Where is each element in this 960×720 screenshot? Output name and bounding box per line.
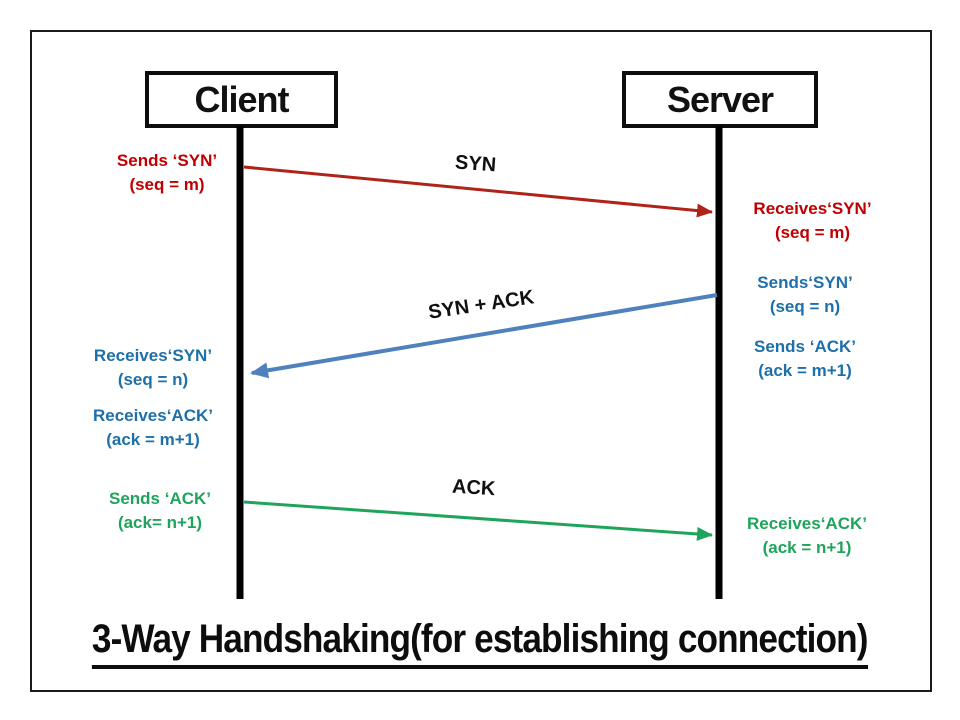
syn-arrow-label: SYN <box>454 151 497 177</box>
client-actor-box: Client <box>145 71 338 128</box>
syn-arrow <box>243 165 713 218</box>
client-receives-syn-note: Receives‘SYN’ (seq = n) <box>93 346 213 389</box>
outer-border <box>30 30 932 692</box>
syn-ack-arrow <box>250 293 718 379</box>
title-container: 3-Way Handshaking(for establishing conne… <box>0 617 960 669</box>
diagram-title: 3-Way Handshaking(for establishing conne… <box>92 617 869 669</box>
client-receives-ack-note: Receives‘ACK’ (ack = m+1) <box>92 406 213 449</box>
server-sends-syn-note: Sends‘SYN’ (seq = n) <box>757 273 853 316</box>
server-receives-syn-note: Receives‘SYN’ (seq = m) <box>753 199 872 242</box>
client-actor-label: Client <box>194 78 289 120</box>
client-sends-ack-note: Sends ‘ACK’ (ack= n+1) <box>108 489 212 532</box>
client-sends-syn-note: Sends ‘SYN’ (seq = m) <box>116 151 218 194</box>
server-actor-label: Server <box>666 78 774 120</box>
server-sends-ack-note: Sends ‘ACK’ (ack = m+1) <box>753 337 857 380</box>
server-actor-box: Server <box>622 71 818 128</box>
ack-arrow-label: ACK <box>451 475 497 501</box>
server-receives-ack-note: Receives‘ACK’ (ack = n+1) <box>746 514 867 557</box>
ack-arrow <box>243 500 713 541</box>
